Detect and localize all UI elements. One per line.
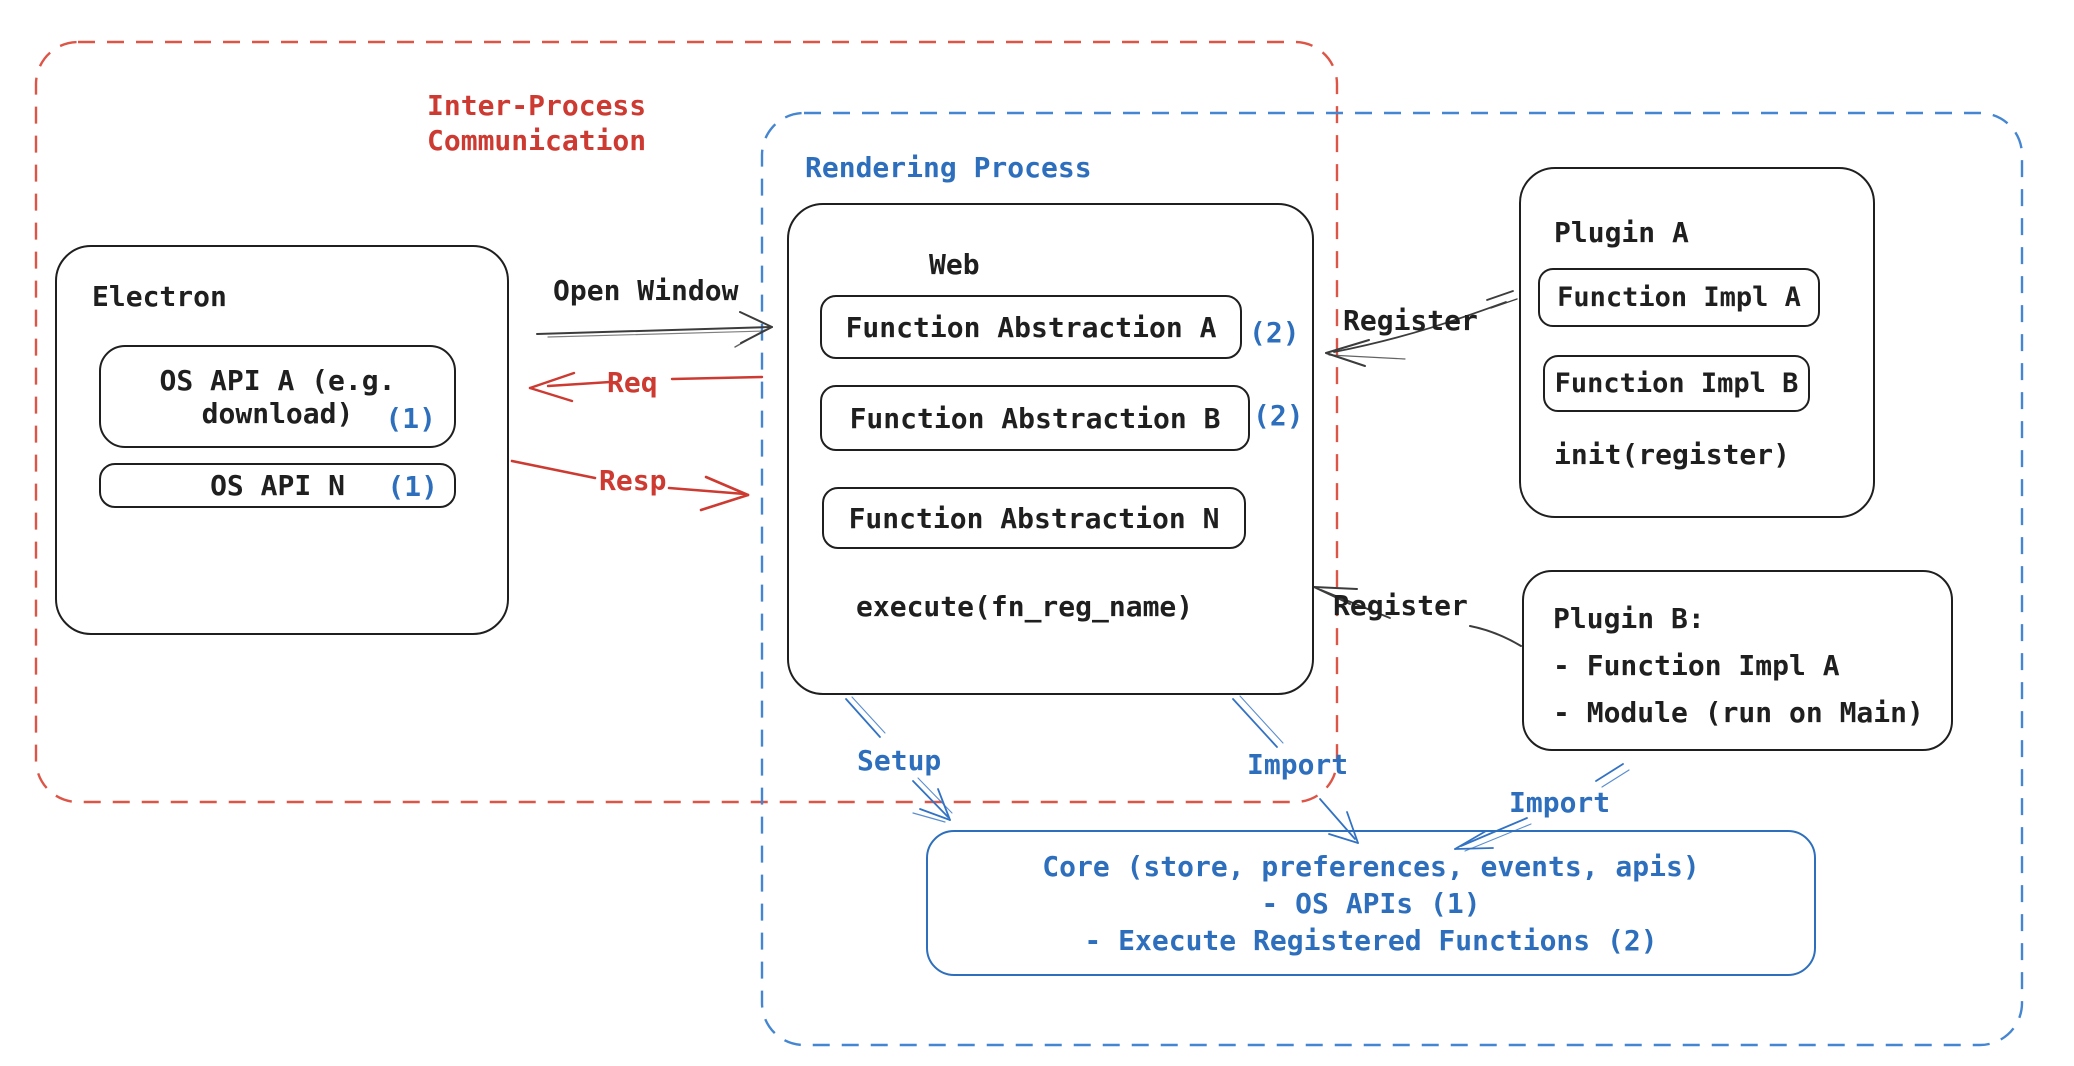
rendering-process-title: Rendering Process: [805, 151, 1092, 184]
os-api-a-badge: (1): [385, 402, 436, 435]
os-api-n-badge: (1): [387, 470, 438, 503]
function-abstraction-n-label: Function Abstraction N: [848, 501, 1220, 535]
open-window-label: Open Window: [553, 274, 739, 307]
os-api-a-label-line1: OS API A (e.g.: [159, 363, 396, 397]
core-execute-line: - Execute Registered Functions (2): [1084, 923, 1658, 957]
req-label: Req: [607, 366, 658, 399]
register-b-label: Register: [1333, 589, 1468, 622]
os-api-n-label: OS API N: [210, 469, 345, 502]
function-impl-b-label: Function Impl B: [1554, 368, 1799, 399]
resp-arrow: [510, 459, 750, 512]
function-impl-b-node: Function Impl B: [1543, 355, 1810, 412]
plugin-a-title: Plugin A: [1554, 216, 1689, 249]
setup-arrow: [845, 696, 953, 823]
function-abstraction-n-node: Function Abstraction N: [822, 487, 1246, 549]
os-api-n-node: OS API N (1): [99, 463, 456, 508]
function-abstraction-a-node: Function Abstraction A: [820, 295, 1242, 359]
plugin-b-title: Plugin B:: [1553, 602, 1705, 635]
function-abstraction-a-label: Function Abstraction A: [845, 310, 1217, 344]
plugin-b-module-line: - Module (run on Main): [1553, 696, 1924, 729]
function-abstraction-b-label: Function Abstraction B: [849, 401, 1221, 435]
plugin-b-node: [1522, 570, 1953, 751]
resp-label: Resp: [599, 464, 667, 497]
ipc-title: Inter-Process Communication: [427, 89, 647, 157]
os-api-a-label-line2: download): [201, 396, 354, 430]
function-abstraction-b-node: Function Abstraction B: [820, 385, 1250, 451]
core-title-line: Core (store, preferences, events, apis): [1042, 849, 1700, 883]
setup-label: Setup: [857, 744, 942, 777]
core-os-apis-line: - OS APIs (1): [1261, 886, 1481, 920]
electron-node: [55, 245, 509, 635]
function-abstraction-a-badge: (2): [1249, 316, 1300, 349]
plugin-b-impl-line: - Function Impl A: [1553, 649, 1840, 682]
core-node: Core (store, preferences, events, apis) …: [926, 830, 1816, 976]
plugin-a-node: [1519, 167, 1875, 518]
os-api-a-node: OS API A (e.g. download) (1): [99, 345, 456, 448]
init-register-label: init(register): [1554, 438, 1791, 471]
web-title: Web: [929, 248, 980, 281]
rendering-boundary: [760, 111, 2024, 1047]
import-web-label: Import: [1247, 748, 1349, 781]
register-b-arrow: [1313, 586, 1522, 647]
function-impl-a-label: Function Impl A: [1557, 282, 1801, 313]
open-window-arrow: [536, 311, 773, 348]
register-a-arrow: [1325, 290, 1518, 367]
execute-label: execute(fn_reg_name): [856, 590, 1194, 623]
web-node: [787, 203, 1314, 695]
function-impl-a-node: Function Impl A: [1538, 268, 1820, 327]
register-a-label: Register: [1343, 304, 1478, 337]
electron-title: Electron: [92, 280, 227, 313]
function-abstraction-b-badge: (2): [1253, 399, 1304, 432]
req-arrow: [528, 371, 764, 403]
import-web-arrow: [1232, 695, 1359, 844]
import-plugin-b-arrow: [1454, 763, 1630, 852]
import-plugin-b-label: Import: [1509, 786, 1611, 819]
